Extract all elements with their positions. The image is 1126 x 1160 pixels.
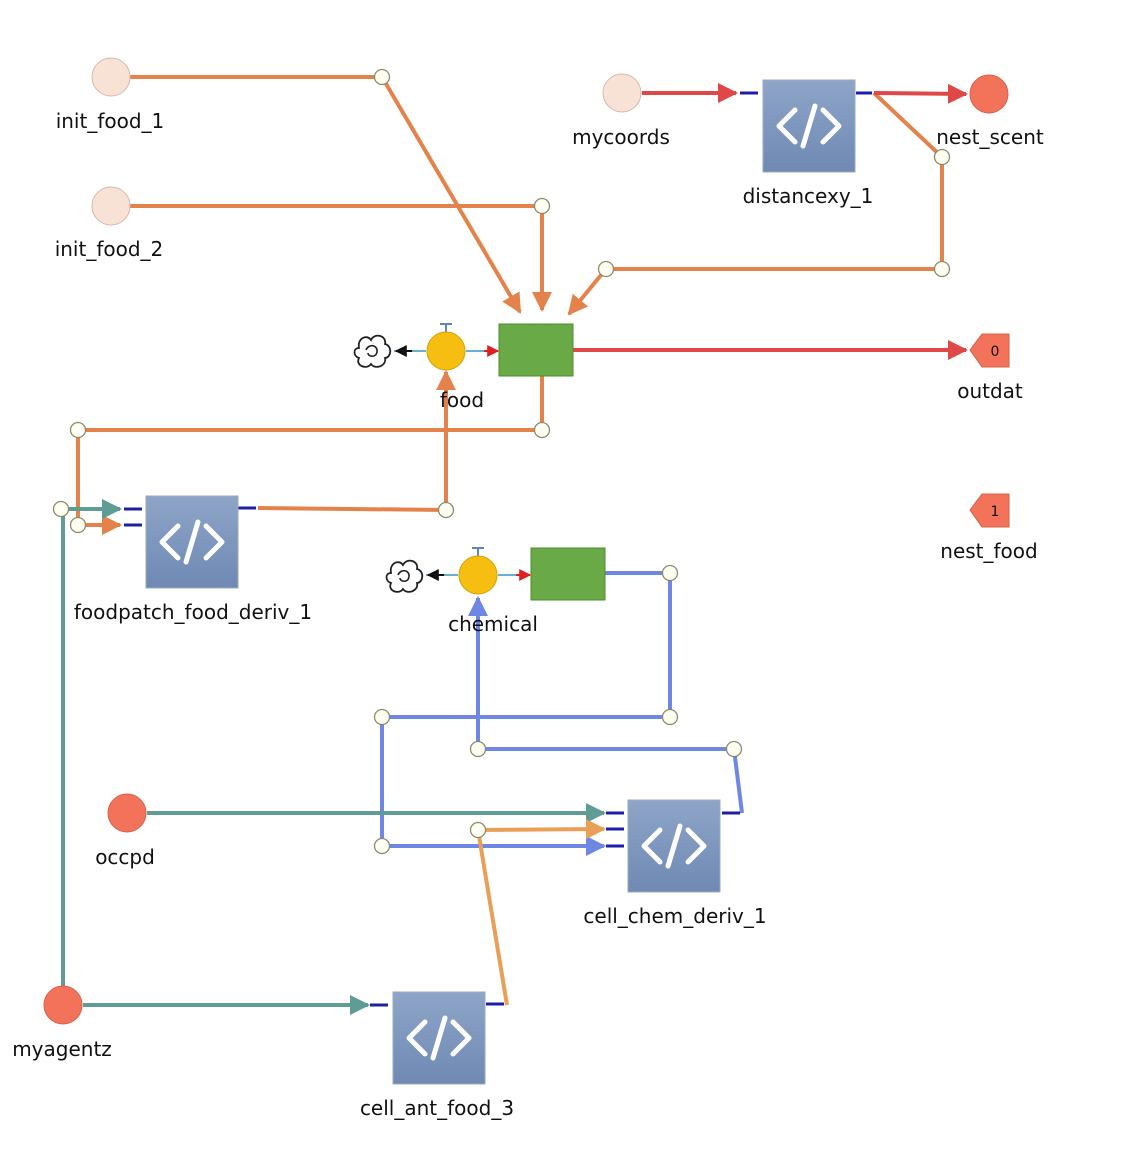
output-pentagon[interactable] bbox=[969, 333, 1010, 368]
stock-rect[interactable] bbox=[498, 323, 574, 377]
output-index: 1 bbox=[991, 504, 1000, 520]
node-label: nest_food bbox=[940, 539, 1037, 563]
node-chemical[interactable]: chemical bbox=[385, 547, 606, 636]
node-label: food bbox=[440, 388, 484, 412]
node-init-food-2[interactable]: init_food_2 bbox=[55, 186, 164, 261]
valve[interactable] bbox=[458, 547, 498, 595]
variable-circle[interactable] bbox=[91, 186, 131, 226]
node-label: init_food_1 bbox=[56, 109, 165, 133]
node-distancexy-1[interactable]: distancexy_1 bbox=[740, 80, 873, 208]
code-icon[interactable] bbox=[763, 80, 855, 172]
edge-myagentz-to-foodpatch-food-deriv-1[interactable] bbox=[61, 499, 122, 988]
bend-handles bbox=[52, 68, 951, 855]
cloud-sink-icon bbox=[385, 559, 424, 593]
bend-handle[interactable] bbox=[725, 740, 743, 758]
variable-circle[interactable] bbox=[91, 57, 131, 97]
bend-handle[interactable] bbox=[597, 260, 615, 278]
variable-circle[interactable] bbox=[969, 74, 1009, 114]
bend-handle[interactable] bbox=[373, 68, 391, 86]
node-label: myagentz bbox=[12, 1037, 112, 1061]
output-index: 0 bbox=[991, 344, 1000, 360]
bend-handle[interactable] bbox=[533, 197, 551, 215]
bend-handle[interactable] bbox=[469, 821, 487, 839]
edge-init-food-1-to-food[interactable] bbox=[130, 75, 522, 314]
edge-chemical-to-cell-chem-deriv-1[interactable] bbox=[380, 571, 672, 856]
variable-circle[interactable] bbox=[107, 793, 147, 833]
bend-handle[interactable] bbox=[373, 708, 391, 726]
bend-handle[interactable] bbox=[69, 516, 87, 534]
bend-handle[interactable] bbox=[469, 740, 487, 758]
code-icon[interactable] bbox=[628, 800, 720, 892]
node-nest-food[interactable]: 1 nest_food bbox=[940, 493, 1038, 563]
code-icon[interactable] bbox=[393, 992, 485, 1084]
edge-distancexy-1-to-nest-scent[interactable] bbox=[873, 83, 968, 104]
bend-handle[interactable] bbox=[933, 148, 951, 166]
code-icon[interactable] bbox=[146, 496, 238, 588]
edge-init-food-2-to-food[interactable] bbox=[130, 204, 552, 312]
stock-rect[interactable] bbox=[530, 547, 606, 601]
cloud-sink-icon bbox=[353, 334, 392, 368]
node-myagentz[interactable]: myagentz bbox=[12, 985, 112, 1061]
node-label: init_food_2 bbox=[55, 237, 164, 261]
node-mycoords[interactable]: mycoords bbox=[572, 73, 670, 149]
node-label: cell_ant_food_3 bbox=[360, 1096, 514, 1120]
bend-handle[interactable] bbox=[373, 837, 391, 855]
bend-handle[interactable] bbox=[437, 501, 455, 519]
node-label: nest_scent bbox=[936, 125, 1044, 149]
edge-cell-chem-deriv-1-to-chemical[interactable] bbox=[468, 596, 744, 814]
node-food[interactable]: food bbox=[353, 323, 574, 412]
edge-foodpatch-food-deriv-1-to-food[interactable] bbox=[257, 370, 456, 513]
node-nest-scent[interactable]: nest_scent bbox=[936, 74, 1044, 149]
output-pentagon[interactable] bbox=[969, 493, 1010, 528]
bend-handle[interactable] bbox=[69, 421, 87, 439]
valve[interactable] bbox=[426, 323, 466, 371]
node-label: distancexy_1 bbox=[743, 184, 874, 208]
bend-handle[interactable] bbox=[933, 260, 951, 278]
bend-handle[interactable] bbox=[52, 500, 70, 518]
node-label: foodpatch_food_deriv_1 bbox=[74, 600, 312, 624]
node-label: chemical bbox=[448, 612, 538, 636]
bend-handle[interactable] bbox=[661, 708, 679, 726]
node-label: occpd bbox=[95, 845, 155, 869]
node-label: mycoords bbox=[572, 125, 670, 149]
node-foodpatch-food-deriv-1[interactable]: foodpatch_food_deriv_1 bbox=[74, 496, 312, 624]
variable-circle[interactable] bbox=[602, 73, 642, 113]
node-init-food-1[interactable]: init_food_1 bbox=[56, 57, 165, 133]
bend-handle[interactable] bbox=[533, 421, 551, 439]
node-cell-ant-food-3[interactable]: cell_ant_food_3 bbox=[360, 992, 514, 1120]
bend-handle[interactable] bbox=[661, 564, 679, 582]
node-label: outdat bbox=[957, 379, 1023, 403]
node-label: cell_chem_deriv_1 bbox=[583, 904, 766, 928]
node-cell-chem-deriv-1[interactable]: cell_chem_deriv_1 bbox=[583, 800, 767, 928]
node-occpd[interactable]: occpd bbox=[95, 793, 155, 869]
variable-circle[interactable] bbox=[43, 985, 83, 1025]
node-outdat[interactable]: 0 outdat bbox=[957, 333, 1023, 403]
